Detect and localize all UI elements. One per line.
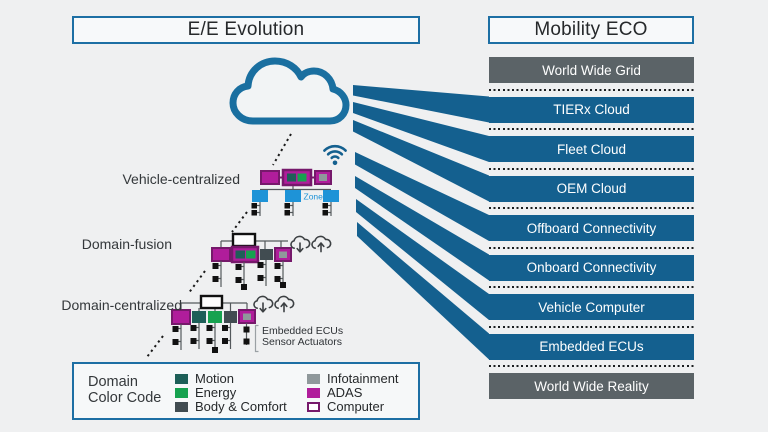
level-label-domain-centralized: Domain-centralized: [61, 297, 182, 313]
eco-bar-embedded-ecus: Embedded ECUs: [489, 333, 694, 360]
body-comfort-swatch: [175, 401, 188, 412]
eco-bar-world-wide-grid: World Wide Grid: [489, 57, 694, 83]
annotation-sensor-actuators: Sensor Actuators: [262, 336, 342, 348]
dotted-separator: [489, 89, 694, 91]
dotted-separator: [489, 326, 694, 328]
mobility-eco-title-box: Mobility ECO: [488, 16, 694, 44]
level-label-domain-fusion: Domain-fusion: [81, 236, 172, 252]
eco-bar-oem-cloud: OEM Cloud: [489, 175, 694, 202]
vehicle-centralized-diagram: Zone: [250, 168, 339, 217]
legend-title: Domain Color Code: [88, 374, 162, 406]
ee-evolution-title-box: E/E Evolution: [72, 16, 420, 44]
wifi-icon: [323, 144, 347, 166]
legend-item-adas: ADAS: [307, 385, 362, 400]
legend-item-motion: Motion: [175, 371, 234, 386]
legend-item-energy: Energy: [175, 385, 236, 400]
computer-swatch: [307, 401, 320, 412]
eco-bar-fleet-cloud: Fleet Cloud: [489, 136, 694, 162]
energy-swatch: [175, 387, 188, 398]
adas-swatch: [307, 387, 320, 398]
dotted-separator: [489, 128, 694, 130]
dotted-separator: [489, 247, 694, 249]
legend-item-computer: Computer: [307, 399, 384, 414]
dotted-separator: [489, 168, 694, 170]
cloud-connection-ribbons: [353, 85, 489, 360]
domain-centralized-diagram: [171, 294, 295, 353]
annotation-bracket: [254, 324, 259, 353]
dotted-separator: [489, 207, 694, 209]
legend-item-infotainment: Infotainment: [307, 371, 399, 386]
ee-evolution-title: E/E Evolution: [187, 19, 305, 40]
mobility-eco-title: Mobility ECO: [534, 19, 648, 40]
dotted-separator: [489, 365, 694, 367]
zone-label: Zone: [304, 192, 324, 202]
level-label-vehicle-centralized: Vehicle-centralized: [122, 171, 240, 187]
cloud-icon: [229, 57, 350, 125]
dotted-separator: [489, 286, 694, 288]
eco-bar-tierx-cloud: TIERx Cloud: [489, 96, 694, 123]
eco-bar-onboard-connectivity: Onboard Connectivity: [489, 254, 694, 281]
domain-color-code-legend: Domain Color Code Motion Energy Body & C…: [72, 362, 420, 420]
motion-swatch: [175, 373, 188, 384]
annotation-embedded-ecus: Embedded ECUs: [262, 325, 344, 337]
domain-fusion-diagram: [211, 232, 332, 290]
legend-item-body-comfort: Body & Comfort: [175, 399, 287, 414]
evolution-dotted-path: [146, 133, 292, 358]
infotainment-swatch: [307, 373, 320, 384]
eco-bar-vehicle-computer: Vehicle Computer: [489, 294, 694, 320]
eco-bar-world-wide-reality: World Wide Reality: [489, 373, 694, 399]
eco-bar-offboard-connectivity: Offboard Connectivity: [489, 215, 694, 241]
